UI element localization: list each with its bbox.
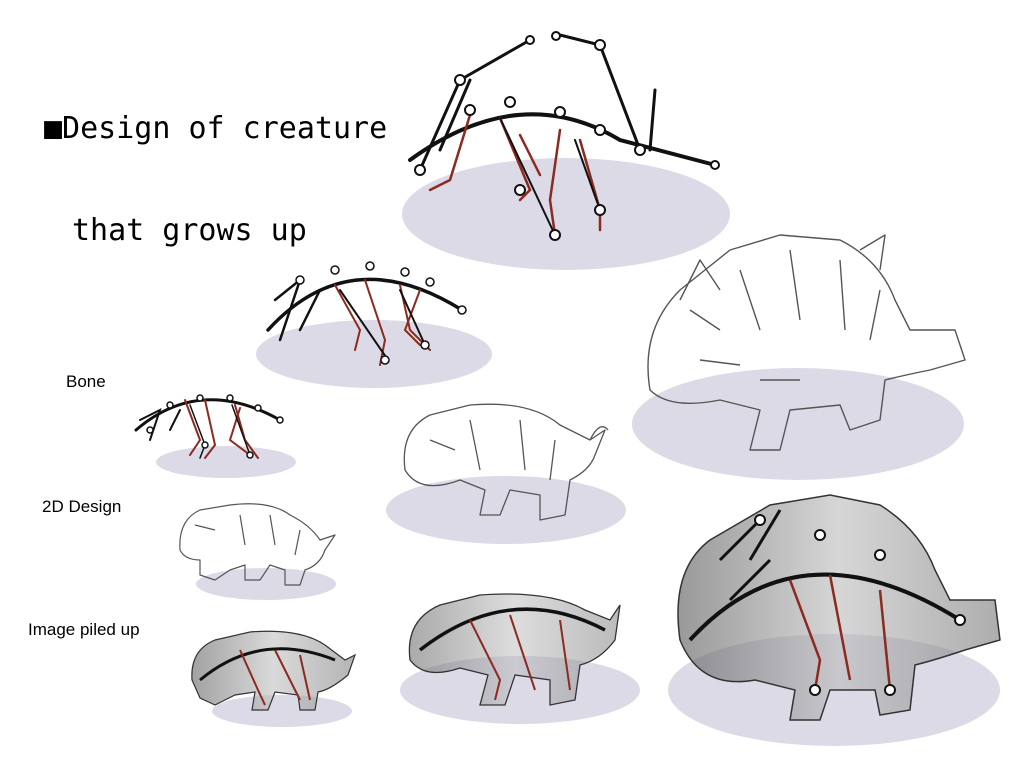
label-2d-design: 2D Design bbox=[42, 497, 122, 516]
title-line-2: that grows up bbox=[72, 213, 307, 248]
shadow-bone-small bbox=[156, 446, 296, 478]
shadow-design-small bbox=[196, 568, 336, 600]
figure-title: ■Design of creature that grows up bbox=[44, 44, 387, 282]
piled-image-medium bbox=[408, 593, 621, 706]
shadow-design-medium bbox=[386, 476, 626, 544]
title-line-1: ■Design of creature bbox=[44, 111, 388, 146]
piled-image-small bbox=[191, 630, 357, 711]
design-sketch-small bbox=[179, 503, 336, 586]
shadow-bone-large bbox=[402, 158, 730, 270]
design-sketch-medium bbox=[403, 403, 609, 521]
bone-rig-medium bbox=[266, 261, 467, 366]
label-image-piled-up: Image piled up bbox=[28, 620, 140, 639]
shadow-piled-small bbox=[212, 695, 352, 727]
bone-rig-small bbox=[134, 394, 284, 459]
design-sketch-large bbox=[647, 234, 966, 451]
piled-image-large bbox=[677, 494, 1001, 721]
shadow-piled-medium bbox=[400, 656, 640, 724]
label-bone: Bone bbox=[66, 372, 106, 391]
shadow-design-large bbox=[632, 368, 964, 480]
bone-rig-large bbox=[408, 31, 720, 241]
shadow-bone-medium bbox=[256, 320, 492, 388]
